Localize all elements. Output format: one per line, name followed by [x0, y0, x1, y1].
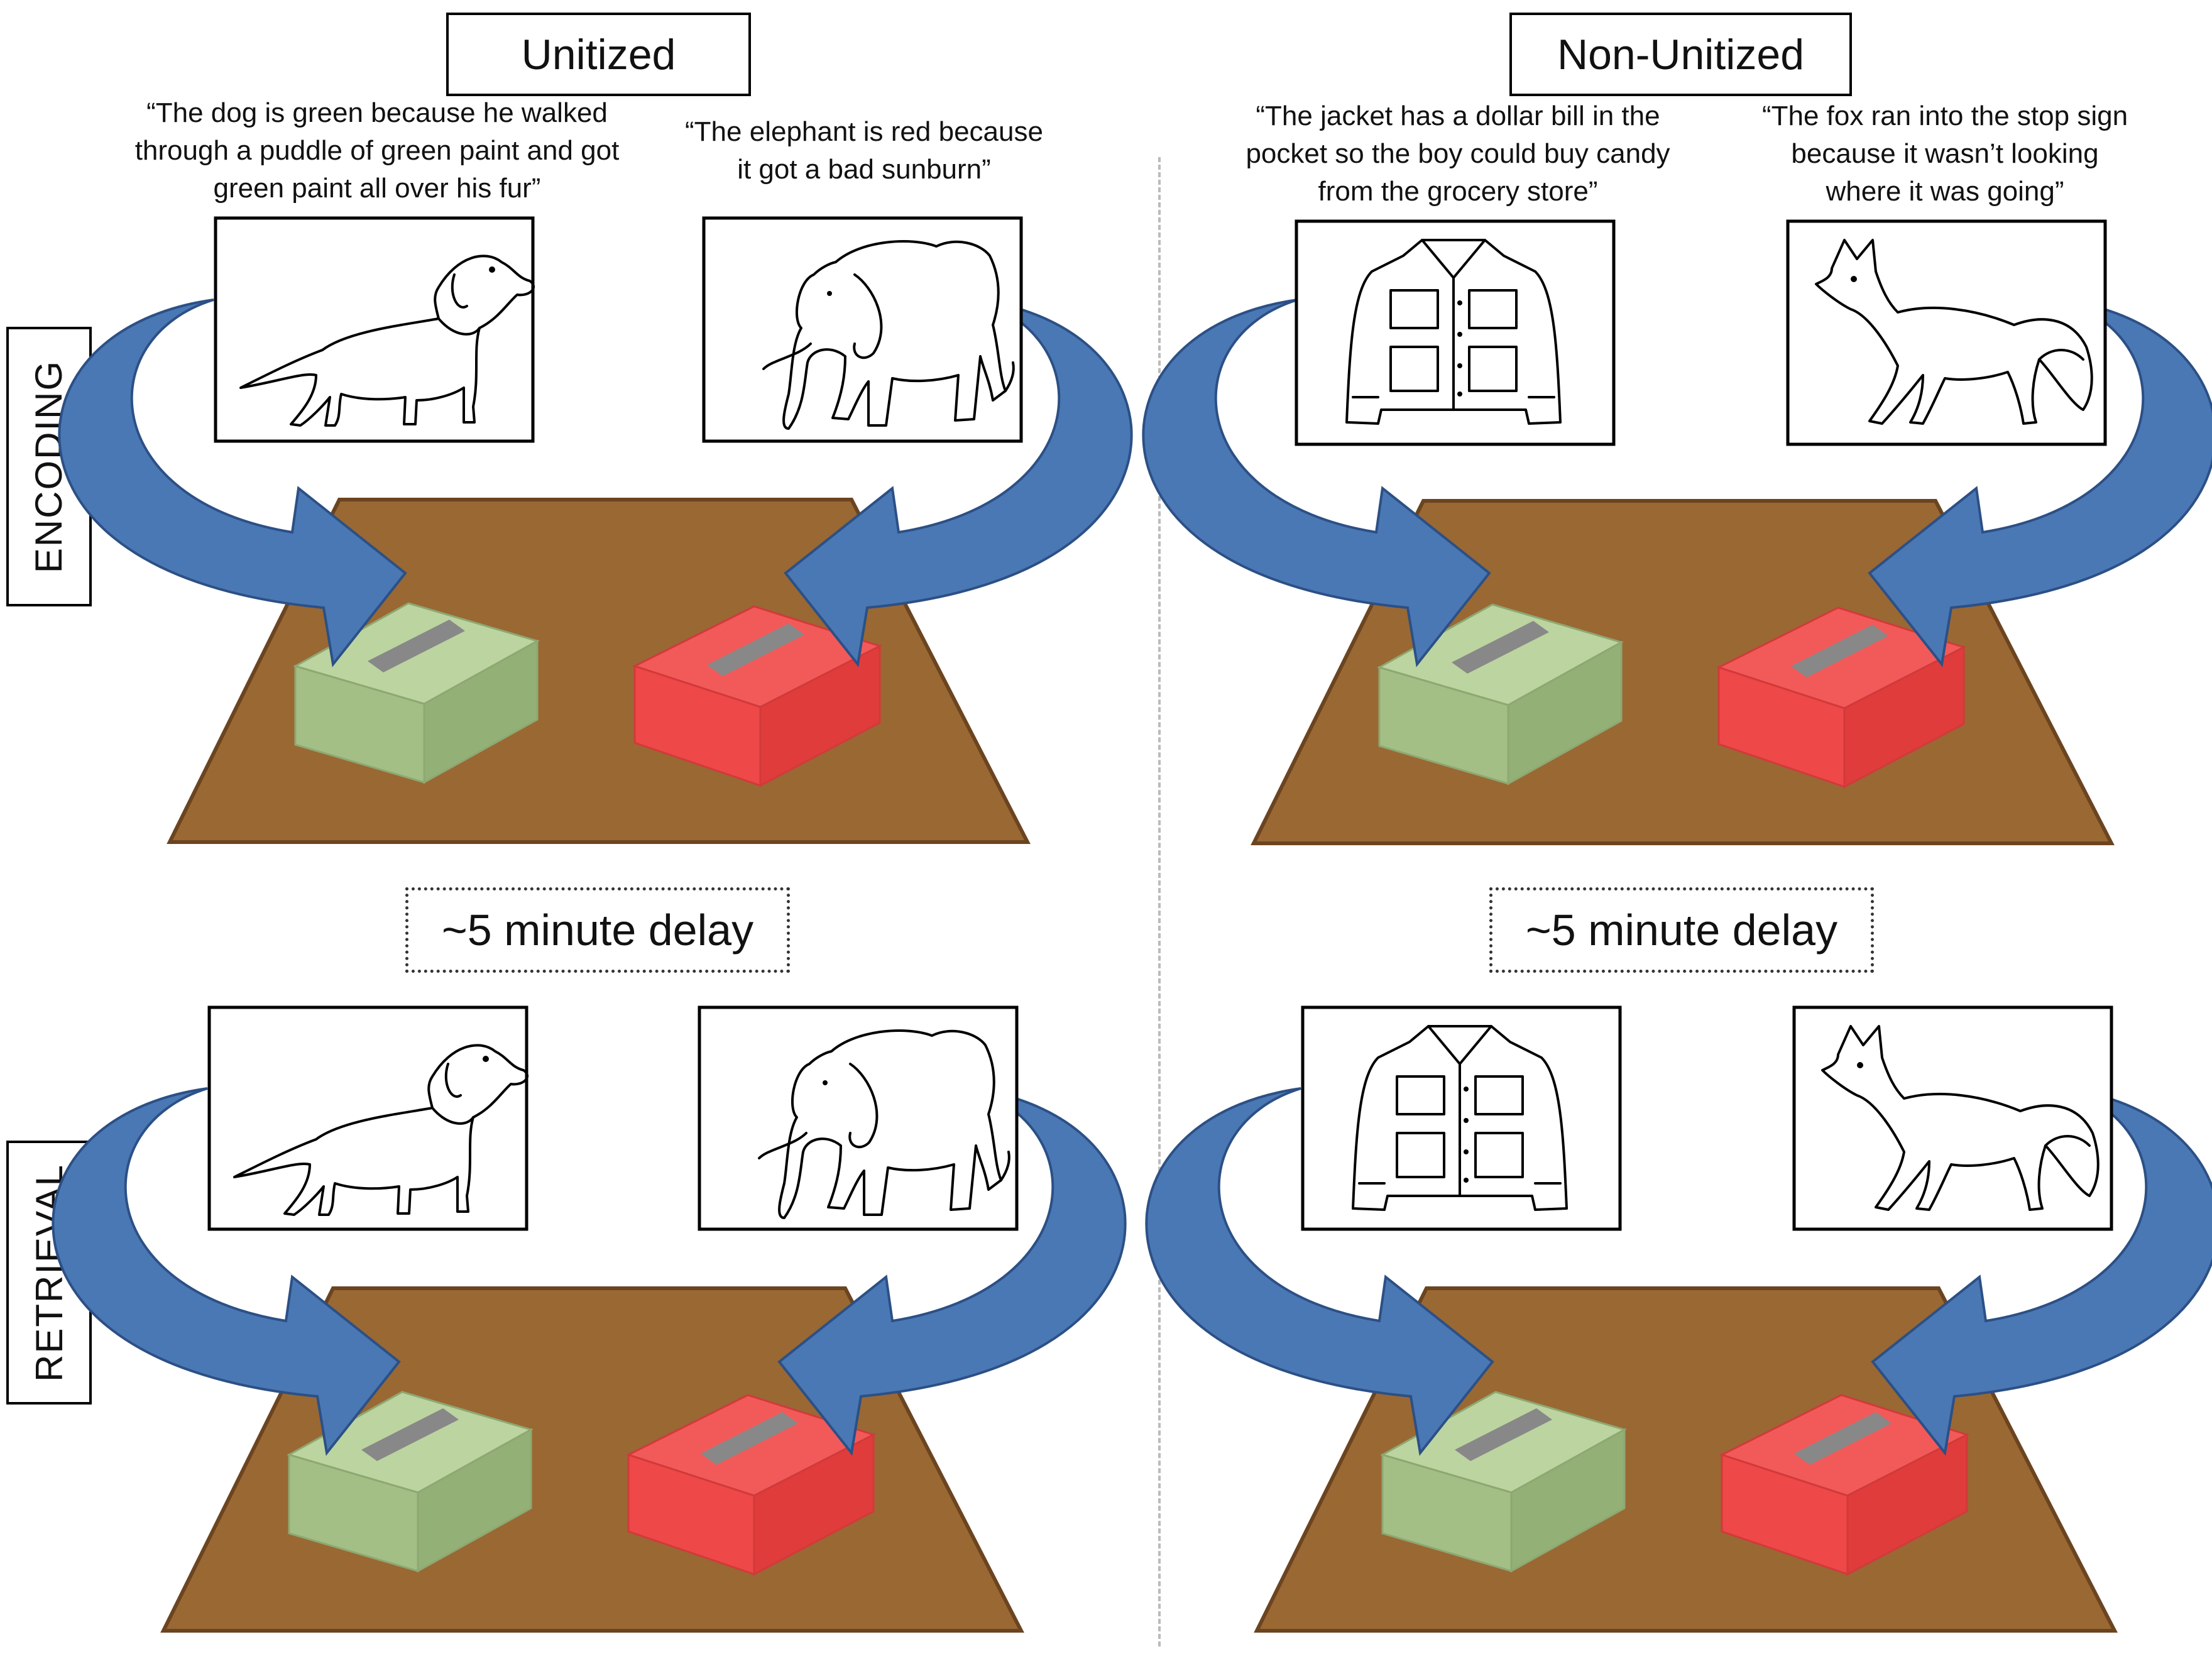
delay-text: ~5 minute delay: [441, 906, 754, 955]
fox-card: [1786, 219, 2107, 446]
condition-divider: [1158, 157, 1161, 1646]
delay-label-non-unitized: ~5 minute delay: [1489, 887, 1874, 973]
fox-card: [1792, 1005, 2113, 1231]
condition-title-unitized: Unitized: [446, 13, 751, 96]
quote-jacket: “The jacket has a dollar bill in the poc…: [1246, 101, 1670, 207]
delay-label-unitized: ~5 minute delay: [405, 887, 790, 973]
elephant-card: [698, 1005, 1019, 1231]
quote-dog: “The dog is green because he walked thro…: [134, 97, 620, 204]
condition-title-text: Non-Unitized: [1557, 30, 1805, 79]
delay-text: ~5 minute delay: [1525, 906, 1838, 955]
elephant-card: [702, 216, 1023, 443]
quote-fox: “The fox ran into the stop sign because …: [1761, 101, 2128, 207]
condition-title-text: Unitized: [521, 30, 676, 79]
quote-elephant: “The elephant is red because it got a ba…: [685, 116, 1043, 185]
condition-title-non-unitized: Non-Unitized: [1509, 13, 1852, 96]
